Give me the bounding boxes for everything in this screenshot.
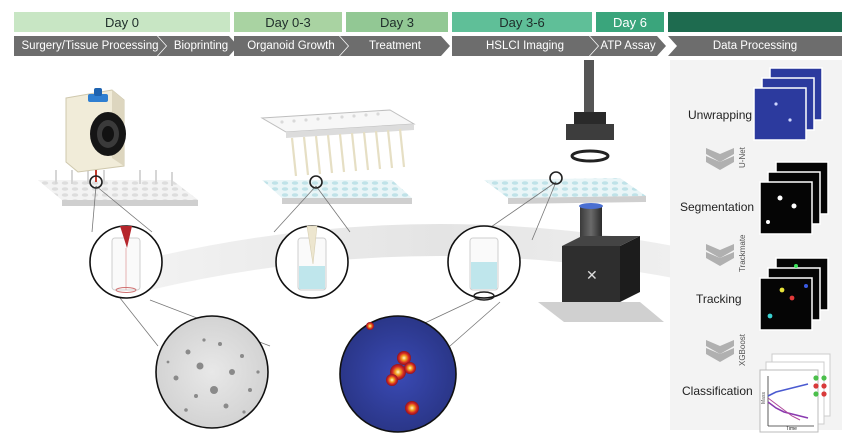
plot-y-axis-label: Mass bbox=[761, 392, 767, 404]
imaging-plate bbox=[484, 178, 646, 204]
step-data-processing-label: Data Processing bbox=[712, 40, 798, 52]
growth-plate bbox=[262, 180, 412, 204]
zoom-well-imaging bbox=[447, 225, 521, 301]
classification-point bbox=[813, 375, 819, 381]
classification-points bbox=[813, 375, 827, 397]
bioprinter-head bbox=[65, 88, 126, 182]
pipette-tip-rack bbox=[260, 109, 416, 177]
step-treatment-label: Treatment bbox=[369, 40, 421, 52]
zoom-well-bioprinting bbox=[89, 225, 163, 299]
bioprinter-plate bbox=[38, 170, 198, 206]
data-day-bar bbox=[668, 12, 842, 32]
pipeline-arrows bbox=[706, 148, 734, 362]
stage-tracking-label: Tracking bbox=[696, 292, 742, 306]
hslci-image bbox=[339, 315, 457, 433]
svg-text:✕: ✕ bbox=[586, 267, 598, 283]
classification-point bbox=[813, 391, 819, 397]
step-surgery-label: Surgery/Tissue Processing bbox=[21, 40, 159, 52]
stage-unwrapping-label: Unwrapping bbox=[688, 108, 753, 122]
segmentation-images bbox=[759, 161, 829, 235]
day-0-3-bar: Day 0-3 bbox=[234, 12, 342, 32]
brightfield-image bbox=[155, 315, 269, 429]
day-0-label: Day 0 bbox=[105, 14, 139, 30]
classification-point bbox=[813, 383, 819, 389]
step-organoid-growth: Organoid Growth bbox=[234, 36, 348, 56]
day-3-bar: Day 3 bbox=[346, 12, 448, 32]
step-hslci-imaging: HSLCI Imaging bbox=[452, 36, 598, 56]
day-0-3-label: Day 0-3 bbox=[265, 14, 311, 30]
zoom-well-growth bbox=[275, 225, 349, 299]
classification-point bbox=[821, 391, 827, 397]
step-bioprinting-label: Bioprinting bbox=[173, 40, 229, 52]
step-surgery: Surgery/Tissue Processing bbox=[14, 36, 166, 56]
day-3-6-bar: Day 3-6 bbox=[452, 12, 592, 32]
step-data-processing: Data Processing bbox=[668, 36, 842, 56]
method-unet-label: U-Net bbox=[738, 147, 747, 168]
method-trackmate-label: Trackmate bbox=[738, 234, 747, 273]
unwrapping-images bbox=[753, 67, 823, 141]
step-hslci-imaging-label: HSLCI Imaging bbox=[486, 40, 564, 52]
day-3-6-label: Day 3-6 bbox=[499, 14, 545, 30]
step-bioprinting: Bioprinting bbox=[158, 36, 238, 56]
step-organoid-growth-label: Organoid Growth bbox=[247, 40, 335, 52]
tracking-images bbox=[759, 257, 829, 331]
day-3-label: Day 3 bbox=[380, 14, 414, 30]
classification-plots bbox=[759, 353, 831, 433]
step-treatment: Treatment bbox=[340, 36, 450, 56]
classification-point bbox=[821, 383, 827, 389]
stage-classification-label: Classification bbox=[682, 384, 753, 398]
day-6-label: Day 6 bbox=[613, 14, 647, 30]
printer-cartridge bbox=[88, 94, 108, 102]
step-atp-assay: ATP Assay bbox=[590, 36, 666, 56]
stage-segmentation-label: Segmentation bbox=[680, 200, 755, 214]
microscope: ✕ bbox=[538, 60, 664, 322]
classification-point bbox=[821, 375, 827, 381]
day-6-bar: Day 6 bbox=[596, 12, 664, 32]
background-arc bbox=[150, 224, 730, 290]
method-xgboost-label: XGBoost bbox=[738, 333, 747, 366]
step-atp-assay-label: ATP Assay bbox=[600, 40, 656, 52]
plot-x-axis-label: Time bbox=[786, 426, 797, 432]
day-0-bar: Day 0 bbox=[14, 12, 230, 32]
